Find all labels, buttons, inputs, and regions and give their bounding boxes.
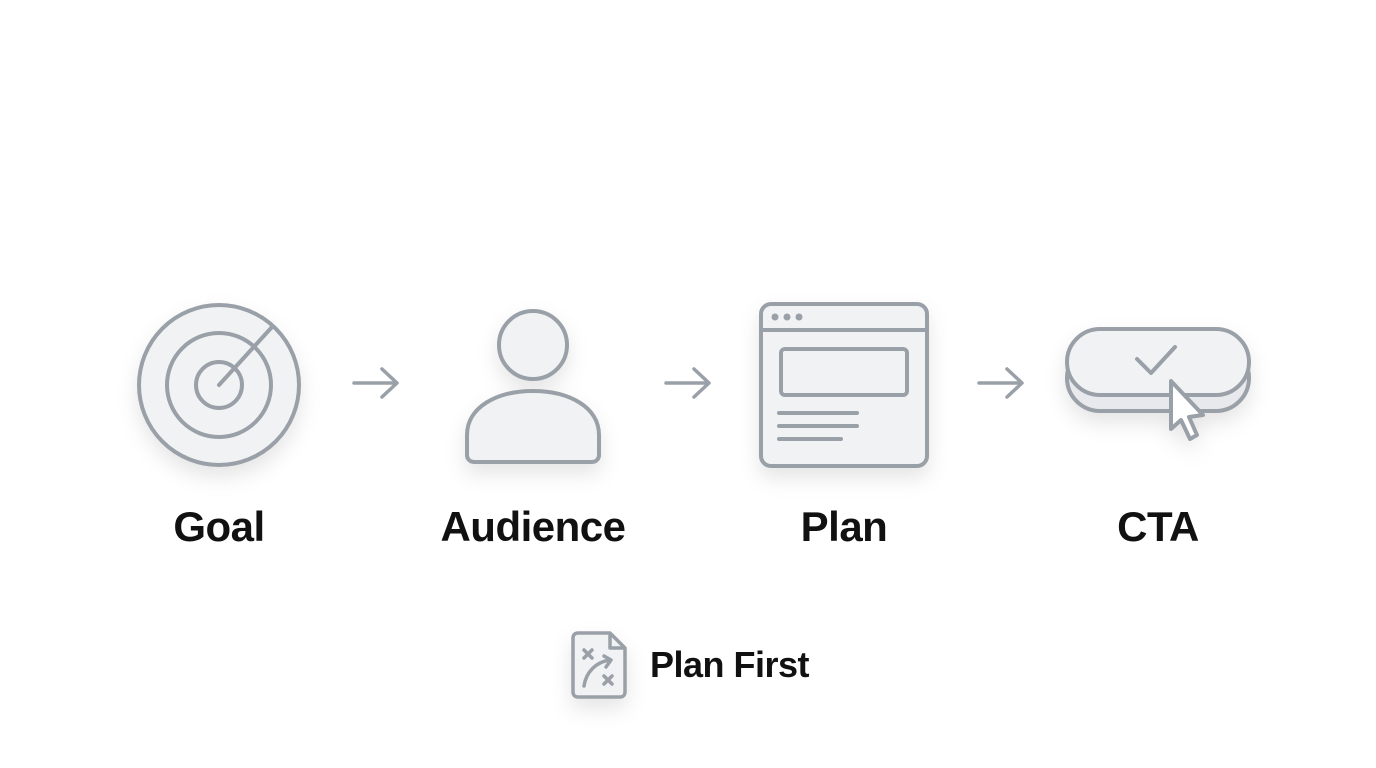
strategy-document-icon (571, 631, 627, 699)
arrow-right-icon (977, 367, 1024, 399)
step-plan: Plan (714, 295, 974, 551)
step-cta: CTA (1028, 295, 1288, 551)
footer-label: Plan First (650, 644, 810, 685)
target-icon (137, 303, 301, 467)
step-label-audience: Audience (440, 503, 626, 550)
step-label-goal: Goal (173, 503, 265, 550)
step-label-plan: Plan (800, 503, 888, 550)
step-label-cta: CTA (1117, 503, 1199, 550)
step-goal: Goal (89, 295, 349, 551)
step-audience: Audience (403, 295, 663, 551)
browser-window-icon (759, 302, 929, 468)
arrow-right-icon (352, 367, 399, 399)
person-icon (465, 309, 601, 464)
button-click-icon (1065, 327, 1251, 441)
plan-first-badge: Plan First (570, 630, 810, 700)
arrow-right-icon (664, 367, 711, 399)
